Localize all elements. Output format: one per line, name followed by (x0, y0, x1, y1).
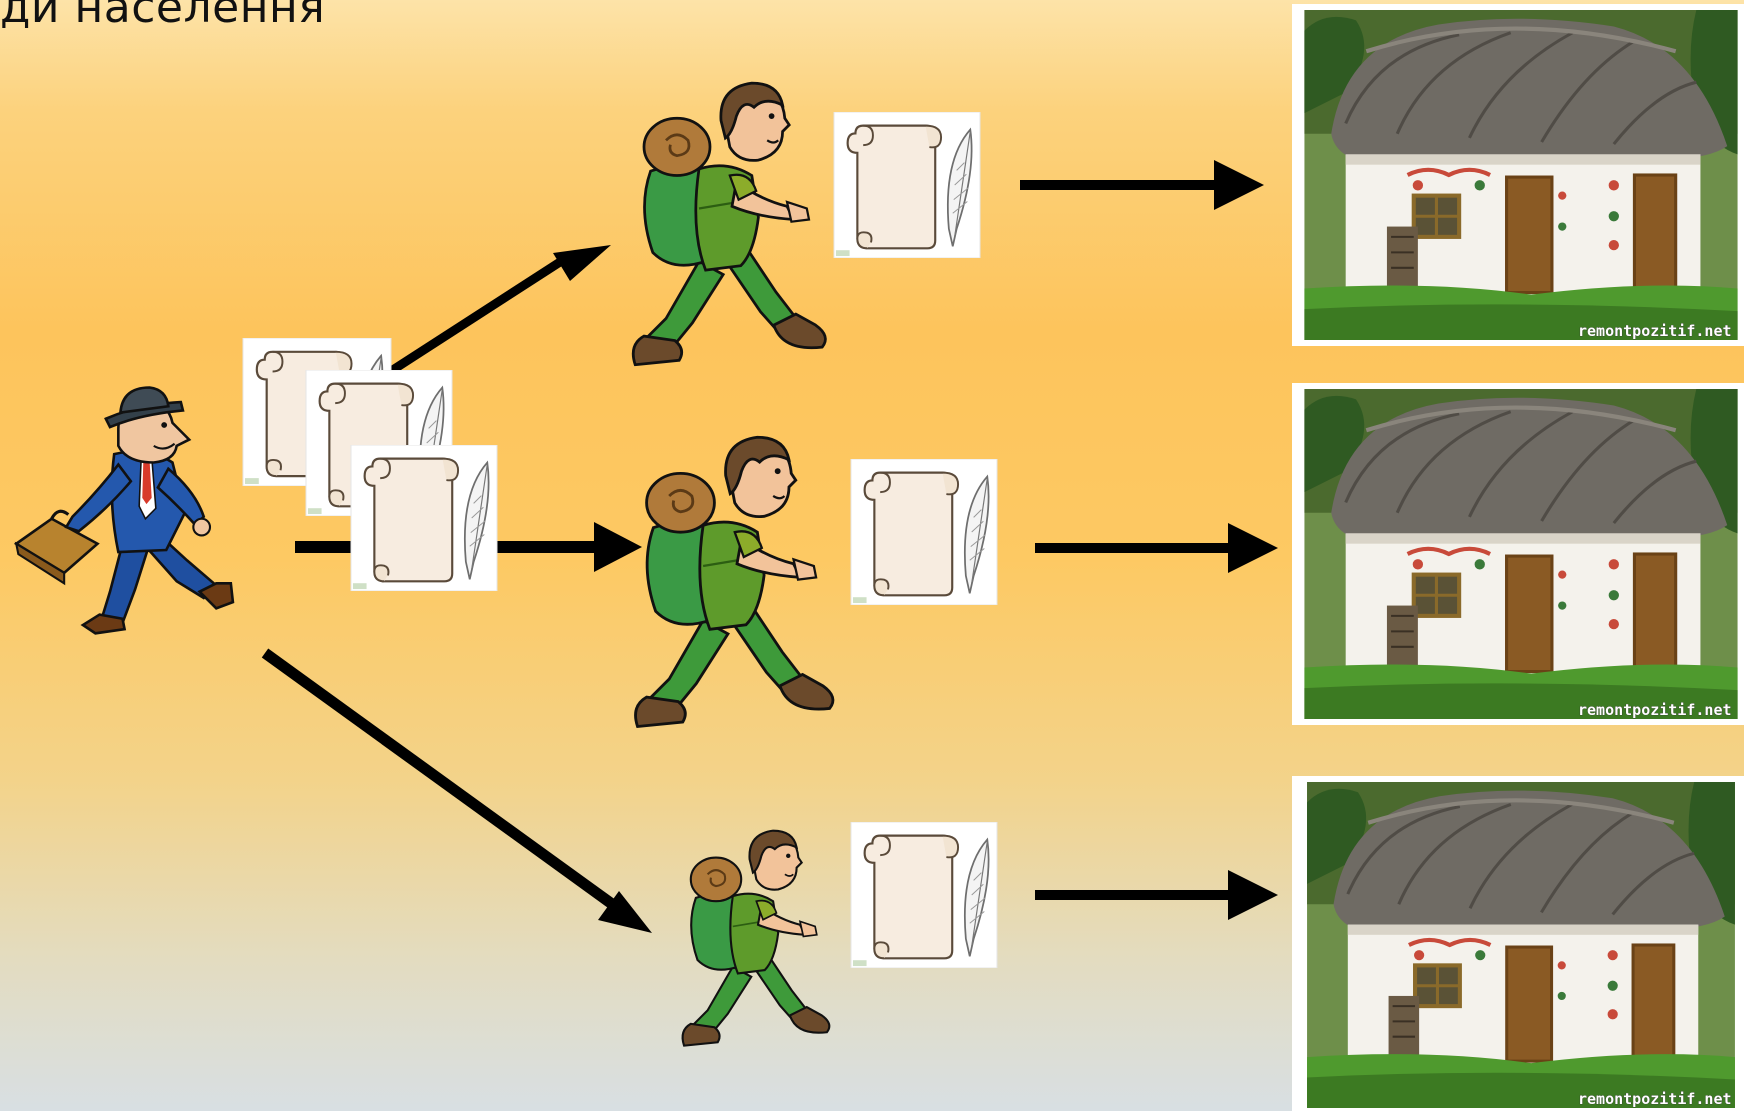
document-icon (851, 459, 997, 605)
house-photo-bottom: remontpozitif.net (1292, 776, 1744, 1111)
arrow-to-house-top (1020, 160, 1264, 210)
arrow-to-walker-top (385, 245, 611, 375)
document-icon (851, 822, 997, 968)
watermark: remontpozitif.net (1578, 1090, 1732, 1108)
watermark: remontpozitif.net (1578, 701, 1732, 719)
watermark: remontpozitif.net (1578, 322, 1732, 340)
arrow-to-walker-bottom (265, 653, 652, 933)
house-photo-top: remontpozitif.net (1292, 4, 1744, 346)
census-taker-bottom-icon (683, 831, 830, 1046)
arrow-to-house-bottom (1035, 870, 1278, 920)
document-icon (834, 112, 980, 258)
house-photo-middle: remontpozitif.net (1292, 383, 1744, 725)
arrow-to-house-middle (1035, 523, 1278, 573)
census-taker-top-icon (633, 83, 825, 365)
official-with-briefcase-icon (16, 388, 233, 634)
census-taker-middle-icon (636, 437, 833, 726)
document-icon (351, 445, 497, 591)
